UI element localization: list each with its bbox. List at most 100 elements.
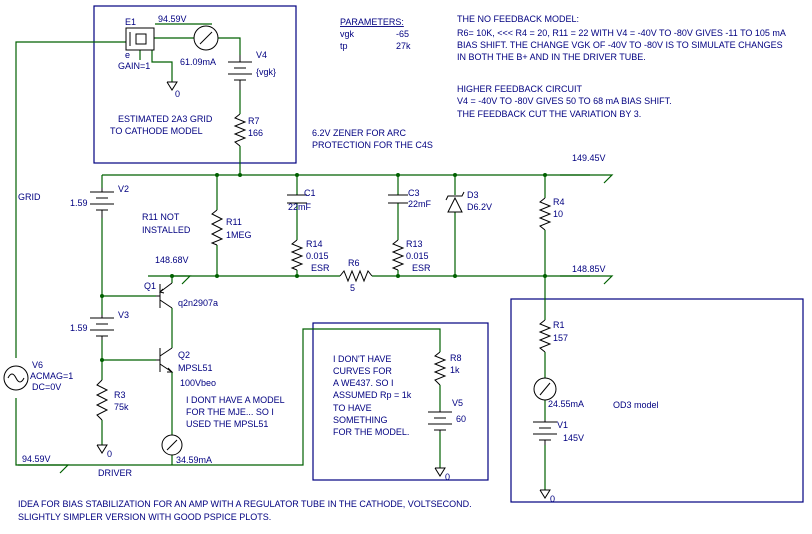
r13-tag: ESR	[412, 263, 431, 273]
r4-resistor	[538, 197, 552, 231]
bottom-note-1: IDEA FOR BIAS STABILIZATION FOR AN AMP W…	[18, 499, 472, 509]
e1-gain: GAIN=1	[118, 61, 150, 71]
e1-name: E1	[125, 17, 136, 27]
r7-resistor	[233, 113, 247, 147]
r14-value: 0.015	[306, 251, 329, 261]
v3-value: 1.59	[70, 323, 88, 333]
param-vgk-value: -65	[396, 29, 409, 39]
q1-value: q2n2907a	[178, 298, 218, 308]
driver-label: DRIVER	[98, 468, 133, 478]
od3-box	[510, 298, 804, 503]
v5-name: V5	[452, 398, 463, 408]
grid-model-note-2: TO CATHODE MODEL	[110, 126, 203, 136]
ammeter-e1-icon	[193, 25, 219, 51]
fb-line-2: V4 = -40V TO -80V GIVES 50 TO 68 mA BIAS…	[457, 96, 672, 106]
we437-note-1: I DON'T HAVE	[333, 354, 391, 364]
we437-note-4: ASSUMED Rp = 1k	[333, 390, 412, 400]
cur-e1: 61.09mA	[180, 57, 216, 67]
r3-name: R3	[114, 390, 126, 400]
zener-note-1: 6.2V ZENER FOR ARC	[312, 128, 407, 138]
r8-value: 1k	[450, 365, 460, 375]
r13-resistor	[391, 239, 405, 271]
c3-name: C3	[408, 188, 420, 198]
fb-line-3: THE FEEDBACK CUT THE VARIATION BY 3.	[457, 109, 641, 119]
v6-ac-source-icon	[3, 365, 29, 391]
ground-label-v1: 0	[550, 494, 555, 504]
we437-note-5: TO HAVE	[333, 403, 372, 413]
we437-note-6: SOMETHING	[333, 415, 388, 425]
param-vgk-name: vgk	[340, 29, 355, 39]
nofb-line-2: R6= 10K, <<< R4 = 20, R11 = 22 WITH V4 =…	[457, 28, 786, 38]
r14-resistor	[290, 239, 304, 271]
c1-capacitor	[287, 194, 307, 204]
e1-source	[125, 27, 155, 51]
q2-name: Q2	[178, 350, 190, 360]
zener-note-2: PROTECTION FOR THE C4S	[312, 140, 433, 150]
q1-transistor	[156, 282, 173, 309]
params-title: PARAMETERS:	[340, 17, 404, 27]
volt-grid: 94.59V	[158, 14, 187, 24]
q2-transistor	[156, 347, 174, 373]
volt-bplus: 149.45V	[572, 153, 606, 163]
r4-value: 10	[553, 209, 563, 219]
c1-name: C1	[304, 188, 316, 198]
v5-battery	[428, 410, 452, 432]
nofb-line-1: THE NO FEEDBACK MODEL:	[457, 14, 579, 24]
r7-name: R7	[248, 116, 260, 126]
r1-resistor	[538, 319, 552, 353]
v4-value: {vgk}	[256, 67, 276, 77]
v2-value: 1.59	[70, 198, 88, 208]
r8-resistor	[433, 351, 447, 386]
d3-zener-icon	[445, 191, 465, 213]
r6-name: R6	[348, 258, 360, 268]
r11-name: R11	[226, 217, 242, 227]
we437-box	[312, 322, 489, 481]
grid-model-note-1: ESTIMATED 2A3 GRID	[118, 114, 213, 124]
r8-name: R8	[450, 353, 462, 363]
c3-capacitor	[388, 194, 408, 204]
v2-name: V2	[118, 184, 129, 194]
ground-label-r3: 0	[107, 449, 112, 459]
driver-wire	[15, 328, 441, 466]
r6-resistor	[339, 269, 373, 283]
we437-note-3: A WE437. SO I	[333, 378, 394, 388]
ground-label-e1: 0	[175, 89, 180, 99]
r13-name: R13	[406, 239, 423, 249]
r11-note-1: R11 NOT	[142, 212, 180, 222]
d3-name: D3	[467, 190, 479, 200]
v3-battery	[90, 315, 114, 340]
mje-note-1: I DONT HAVE A MODEL	[186, 395, 285, 405]
mje-note-2: FOR THE MJE... SO I	[186, 407, 274, 417]
grid-label: GRID	[18, 192, 41, 202]
v1-value: 145V	[563, 433, 584, 443]
q2-extra: 100Vbeo	[180, 378, 216, 388]
volt-mid: 148.85V	[572, 264, 606, 274]
ammeter-od3-icon	[533, 377, 557, 401]
param-tp-name: tp	[340, 41, 348, 51]
r14-name: R14	[306, 239, 323, 249]
v1-name: V1	[557, 420, 568, 430]
q1-name: Q1	[144, 281, 156, 291]
v5-value: 60	[456, 414, 466, 424]
q2-value: MPSL51	[178, 363, 213, 373]
e1-e: e	[125, 50, 130, 60]
v3-name: V3	[118, 310, 129, 320]
v6-acmag: ACMAG=1	[30, 371, 73, 381]
v6-name: V6	[32, 360, 43, 370]
cur-od3: 24.55mA	[548, 399, 584, 409]
c3-value: 22mF	[408, 199, 432, 209]
r4-name: R4	[553, 197, 565, 207]
v6-dc: DC=0V	[32, 382, 61, 392]
volt-bottom: 94.59V	[22, 454, 51, 464]
we437-note-2: CURVES FOR	[333, 366, 392, 376]
v4-battery	[228, 55, 252, 90]
r1-name: R1	[553, 320, 565, 330]
r11-value: 1MEG	[226, 230, 252, 240]
v4-name: V4	[256, 50, 267, 60]
param-tp-value: 27k	[396, 41, 411, 51]
nofb-line-4: IN BOTH THE B+ AND IN THE DRIVER TUBE.	[457, 52, 646, 62]
d3-value: D6.2V	[467, 202, 492, 212]
junctions	[100, 173, 547, 362]
r7-value: 166	[248, 128, 263, 138]
